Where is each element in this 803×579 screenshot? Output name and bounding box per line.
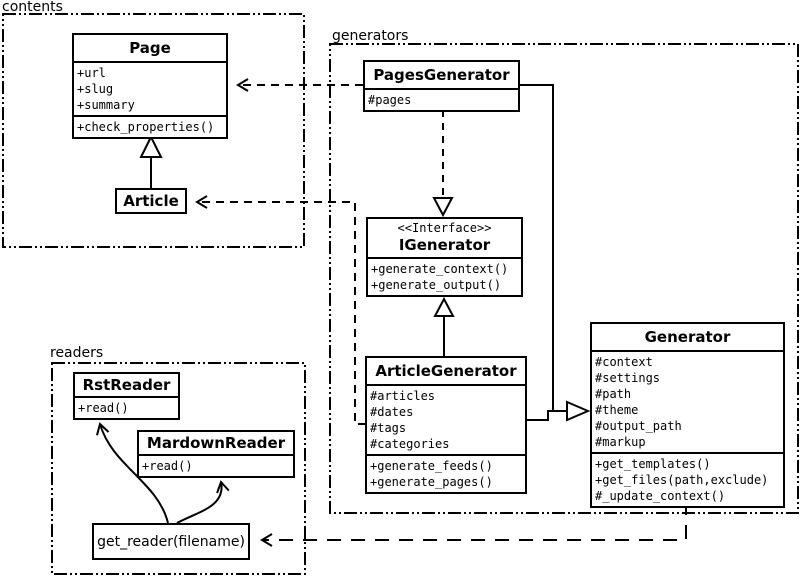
class-articlegenerator-attributes: #articles #dates #tags #categories bbox=[367, 384, 525, 454]
method: +generate_pages() bbox=[370, 475, 493, 489]
attribute: #markup bbox=[595, 435, 646, 449]
class-articlegenerator: ArticleGenerator #articles #dates #tags … bbox=[365, 356, 527, 494]
method: +read() bbox=[78, 401, 129, 415]
package-border-contents bbox=[2, 13, 305, 248]
class-igenerator: <<Interface>> IGenerator +generate_conte… bbox=[366, 217, 523, 297]
attribute: #dates bbox=[370, 405, 414, 419]
attribute: #tags bbox=[370, 421, 407, 435]
class-igenerator-name: IGenerator bbox=[398, 236, 491, 254]
attribute: #articles bbox=[370, 389, 436, 403]
method: +generate_output() bbox=[371, 278, 502, 292]
method: +get_files(path,exclude) bbox=[595, 473, 769, 487]
package-label-readers: readers bbox=[50, 345, 104, 361]
attribute: #output_path bbox=[595, 419, 682, 433]
package-label-contents: contents bbox=[2, 0, 63, 15]
method: +generate_context() bbox=[371, 262, 509, 276]
class-markdownreader-methods: +read() bbox=[139, 454, 293, 476]
function-get-reader: get_reader(filename) bbox=[92, 523, 250, 560]
class-page-methods: +check_properties() bbox=[74, 115, 226, 137]
method: +get_templates() bbox=[595, 457, 711, 471]
hollow-triangle-icon bbox=[432, 197, 454, 218]
hollow-triangle-icon bbox=[566, 400, 591, 422]
attribute: +slug bbox=[77, 82, 114, 96]
class-articlegenerator-name: ArticleGenerator bbox=[375, 362, 517, 380]
package-label-generators: generators bbox=[332, 28, 409, 44]
class-rstreader: RstReader +read() bbox=[73, 372, 180, 420]
method: +check_properties() bbox=[77, 120, 215, 134]
generalization-pagesgenerator-generator bbox=[520, 84, 554, 411]
call-getreader-rstreader bbox=[96, 422, 169, 524]
class-article: Article bbox=[115, 188, 187, 214]
class-generator-methods: +get_templates() +get_files(path,exclude… bbox=[592, 452, 783, 506]
class-pagesgenerator: PagesGenerator #pages bbox=[363, 60, 520, 112]
class-markdownreader: MardownReader +read() bbox=[137, 430, 295, 478]
class-pagesgenerator-attributes: #pages bbox=[365, 88, 518, 110]
attribute: #path bbox=[595, 387, 632, 401]
class-generator-attributes: #context #settings #path #theme #output_… bbox=[592, 350, 783, 452]
hollow-triangle-icon bbox=[433, 296, 455, 317]
class-generator-name: Generator bbox=[644, 328, 731, 346]
attribute: +summary bbox=[77, 98, 135, 112]
method: #_update_context() bbox=[595, 489, 726, 503]
class-markdownreader-name: MardownReader bbox=[146, 434, 286, 452]
package-border-readers bbox=[51, 362, 306, 575]
attribute: #categories bbox=[370, 437, 450, 451]
class-generator: Generator #context #settings #path #them… bbox=[590, 322, 785, 508]
class-igenerator-stereotype: <<Interface>> bbox=[397, 221, 492, 235]
class-page-attributes: +url +slug +summary bbox=[74, 61, 226, 115]
dependency-articlegenerator-article bbox=[195, 195, 366, 425]
attribute: #pages bbox=[368, 93, 412, 107]
hollow-triangle-icon bbox=[139, 134, 163, 158]
generalization-articlegenerator-generator bbox=[526, 410, 567, 421]
class-igenerator-methods: +generate_context() +generate_output() bbox=[368, 257, 521, 295]
dependency-generator-getreader bbox=[260, 501, 687, 547]
class-article-name: Article bbox=[123, 192, 179, 210]
class-articlegenerator-methods: +generate_feeds() +generate_pages() bbox=[367, 454, 525, 492]
class-page: Page +url +slug +summary +check_properti… bbox=[72, 33, 228, 139]
method: +generate_feeds() bbox=[370, 459, 493, 473]
attribute: +url bbox=[77, 66, 106, 80]
method: +read() bbox=[142, 459, 193, 473]
attribute: #context bbox=[595, 355, 653, 369]
package-border-generators bbox=[329, 43, 799, 514]
attribute: #theme bbox=[595, 403, 639, 417]
call-getreader-markdownreader bbox=[176, 480, 230, 524]
class-pagesgenerator-name: PagesGenerator bbox=[373, 66, 510, 84]
class-page-name: Page bbox=[129, 39, 171, 57]
attribute: #settings bbox=[595, 371, 661, 385]
class-rstreader-name: RstReader bbox=[82, 376, 171, 394]
function-get-reader-label: get_reader(filename) bbox=[97, 533, 245, 550]
class-rstreader-methods: +read() bbox=[75, 396, 178, 418]
